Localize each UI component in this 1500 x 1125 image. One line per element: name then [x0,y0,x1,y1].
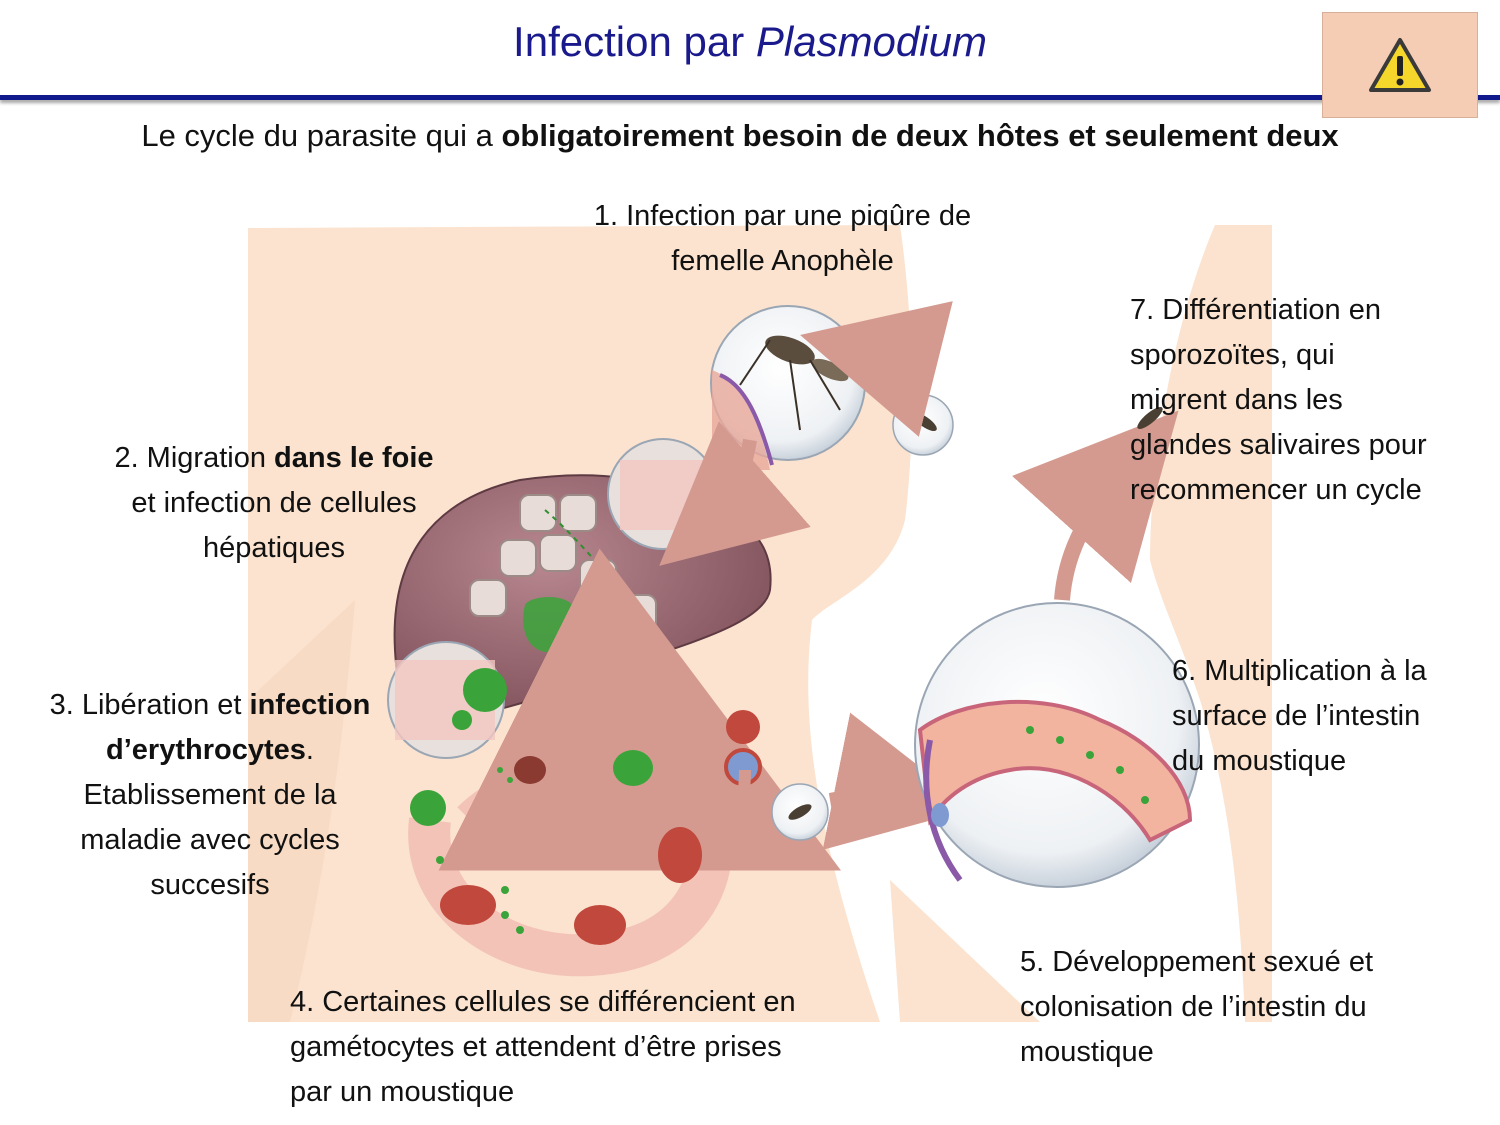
title-prefix: Infection par [513,18,756,65]
step-7-label: 7. Différentiation en sporozoïtes, qui m… [1130,294,1427,506]
warning-box [1322,12,1478,118]
warning-triangle-icon [1369,38,1431,92]
step-4-label: 4. Certaines cellules se différencient e… [290,986,796,1108]
page-title: Infection par Plasmodium [0,18,1500,66]
mosquito-gut-bubble [914,602,1200,888]
arrow-gametocyte [729,769,751,832]
liver-cell-bubble-top [607,438,719,550]
title-divider [0,95,1500,100]
subtitle-prefix: Le cycle du parasite qui a [141,118,502,153]
arrow-to-salivary [1012,410,1179,601]
step-2-label: 2. Migration dans le foie et infection d… [114,442,434,564]
step-1-label: 1. Infection par une piqûre de femelle A… [593,200,972,277]
arrow-to-mosquito [822,712,974,850]
blood-cycle-ring [408,548,842,977]
small-mosquito-bubble-bottom [771,783,829,841]
mosquito-body-silhouette [890,225,1272,1022]
arrow-to-liver [659,421,811,566]
small-mosquito-bubble [892,394,954,456]
arrow-to-bite [800,301,953,437]
step-6-label: 6. Multiplication à la surface de l’inte… [1172,655,1427,777]
mosquito-silhouette-small [1137,407,1163,429]
step-5-label: 5. Développement sexué et colonisation d… [1020,946,1374,1068]
subtitle: Le cycle du parasite qui a obligatoireme… [0,118,1480,154]
title-italic: Plasmodium [755,18,987,65]
step-3-label: 3. Libération et infection d’erythrocyte… [49,689,371,901]
subtitle-bold: obligatoirement besoin de deux hôtes et … [501,118,1339,153]
gametocytes [724,710,762,786]
